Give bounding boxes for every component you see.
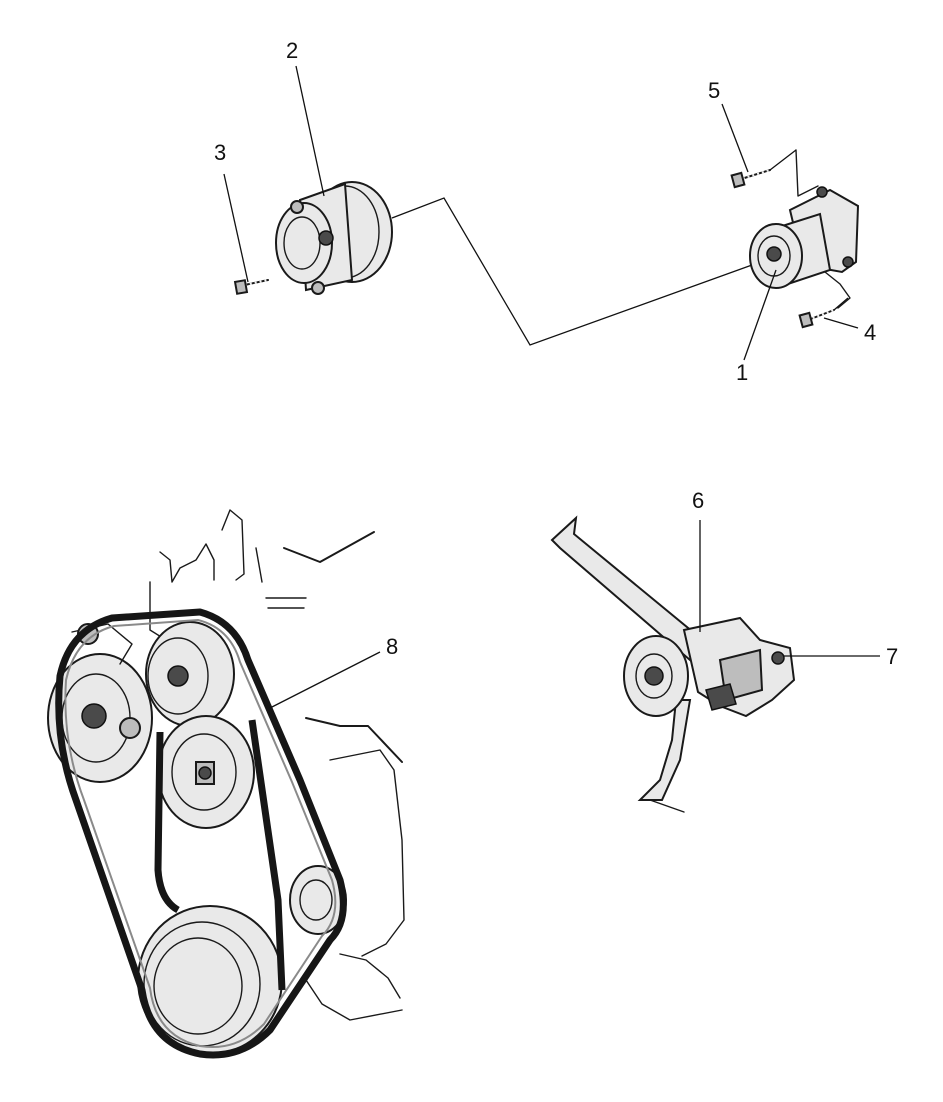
idler-pulley [275,181,393,295]
callout-5: 5 [708,78,720,103]
leader-line-5 [721,103,749,173]
leader-line-4 [823,317,859,329]
leader-line-8 [269,651,381,709]
bolt [233,279,269,295]
power-steering-pulley [47,623,153,783]
callout-3: 3 [214,140,226,165]
callout-2: 2 [286,38,298,63]
tensioner-installed-view [550,515,880,813]
callout-8: 8 [386,634,398,659]
callout-6: 6 [692,488,704,513]
callout-4: 4 [864,320,876,345]
leader-line-2 [295,65,325,197]
engine-belt-routing [47,509,405,1059]
idler-pulley-assembly [233,181,393,295]
alternator-pulley [145,621,235,727]
callout-1: 1 [736,360,748,385]
leader-line-3 [223,173,249,283]
tensioner [623,616,796,718]
bolt [730,149,797,189]
connector-line [391,197,753,346]
tensioner-assembly [730,149,860,329]
water-pump-pulley [157,715,255,829]
bolt [798,297,849,329]
tensioner-pulley [749,212,832,289]
serpentine-belt [55,608,347,1059]
leader-line-1 [743,269,777,361]
callout-7: 7 [886,644,898,669]
